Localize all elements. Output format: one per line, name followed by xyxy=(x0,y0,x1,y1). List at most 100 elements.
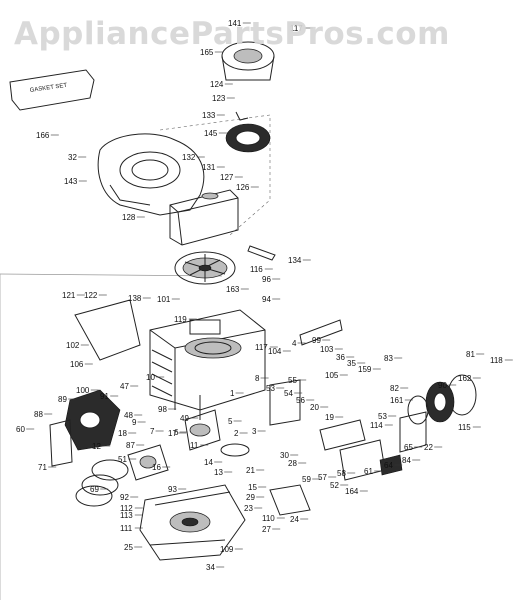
rewind-starter xyxy=(221,41,275,153)
callout-8: 8 xyxy=(255,374,260,383)
callout-48: 48 xyxy=(124,411,133,420)
callout-10: 10 xyxy=(146,373,155,382)
callout-39: 39 xyxy=(0,0,9,2)
callout-138: 138 xyxy=(128,294,142,303)
callout-30: 30 xyxy=(280,451,289,460)
callout-19: 19 xyxy=(325,413,334,422)
callout-34: 34 xyxy=(206,563,215,572)
callout-7: 7 xyxy=(150,427,155,436)
callout-55: 55 xyxy=(288,376,297,385)
gasket-set-label: GASKET SET xyxy=(29,83,67,94)
callout-99: 99 xyxy=(312,336,321,345)
crankshaft xyxy=(184,395,250,457)
callout-17: 17 xyxy=(168,429,177,438)
callout-131: 131 xyxy=(202,163,216,172)
callout-25: 25 xyxy=(124,543,133,552)
callout-65: 65 xyxy=(404,443,413,452)
callout-1: 1 xyxy=(230,389,235,398)
callout-81: 81 xyxy=(466,350,475,359)
callout-21: 21 xyxy=(246,466,255,475)
callout-121: 121 xyxy=(62,291,76,300)
callout-92: 92 xyxy=(120,493,129,502)
callout-52: 52 xyxy=(330,481,339,490)
callout-145: 145 xyxy=(204,129,218,138)
callout-117: 117 xyxy=(255,343,268,352)
watermark: AppliancePartsPros.com xyxy=(14,16,450,52)
callout-24: 24 xyxy=(290,515,299,524)
fuel-tank xyxy=(169,189,239,246)
callout-9: 9 xyxy=(132,418,137,427)
callout-122: 122 xyxy=(84,291,98,300)
callout-113: 113 xyxy=(120,511,133,520)
governor-linkage xyxy=(269,319,403,516)
callout-132: 132 xyxy=(182,153,196,162)
callout-20: 20 xyxy=(310,403,319,412)
callout-104: 104 xyxy=(268,347,282,356)
callout-56: 56 xyxy=(296,396,305,405)
callout-53: 53 xyxy=(378,412,387,421)
engine-block xyxy=(149,309,266,411)
callout-47: 47 xyxy=(120,382,129,391)
callout-164: 164 xyxy=(345,487,359,496)
callout-98: 98 xyxy=(158,405,167,414)
callout-159: 159 xyxy=(358,365,372,374)
callout-27: 27 xyxy=(262,525,271,534)
callout-18: 18 xyxy=(118,429,127,438)
callout-165: 165 xyxy=(200,48,214,57)
callout-61: 61 xyxy=(364,467,373,476)
callout-83: 83 xyxy=(384,354,393,363)
callout-90: 90 xyxy=(438,381,447,390)
callout-59: 59 xyxy=(302,475,311,484)
section-divider xyxy=(0,273,223,277)
callout-15: 15 xyxy=(248,483,257,492)
callout-36: 36 xyxy=(336,353,345,362)
crankcase-cover xyxy=(139,484,246,561)
callout-115: 115 xyxy=(458,423,471,432)
callout-103: 103 xyxy=(320,345,334,354)
callout-112: 112 xyxy=(120,504,133,513)
callout-51: 51 xyxy=(118,455,127,464)
callout-126: 126 xyxy=(236,183,250,192)
callout-6: 6 xyxy=(174,428,179,437)
blower-housing xyxy=(97,133,205,216)
ignition-coil xyxy=(74,299,141,361)
callout-14: 14 xyxy=(204,458,213,467)
callout-124: 124 xyxy=(210,80,224,89)
callout-4: 4 xyxy=(292,339,297,348)
callout-87: 87 xyxy=(126,441,135,450)
callout-29: 29 xyxy=(246,493,255,502)
callout-69: 69 xyxy=(90,485,99,494)
callout-162: 162 xyxy=(458,374,472,383)
air-cleaner xyxy=(399,374,477,453)
callout-11: 11 xyxy=(190,441,199,450)
gasket-set-bag: GASKET SET xyxy=(9,69,95,111)
callout-32: 32 xyxy=(68,153,77,162)
callout-100: 100 xyxy=(76,386,90,395)
callout-119: 119 xyxy=(174,315,187,324)
callout-93: 93 xyxy=(168,485,177,494)
callout-114: 114 xyxy=(370,421,383,430)
callout-35: 35 xyxy=(347,359,356,368)
callout-127: 127 xyxy=(220,173,234,182)
callout-134: 134 xyxy=(288,256,302,265)
callout-12: 12 xyxy=(92,442,101,451)
callout-116: 116 xyxy=(250,265,263,274)
recoil-handle xyxy=(247,245,276,261)
callout-117: 117 xyxy=(290,24,303,33)
callout-105: 105 xyxy=(325,371,339,380)
flywheel xyxy=(174,251,236,285)
callout-58: 58 xyxy=(337,469,346,478)
callout-109: 109 xyxy=(220,545,234,554)
callout-60: 60 xyxy=(16,425,25,434)
callout-111: 111 xyxy=(120,524,133,533)
callout-13: 13 xyxy=(214,468,223,477)
callout-71: 71 xyxy=(38,463,47,472)
callout-101: 101 xyxy=(157,295,171,304)
callout-143: 143 xyxy=(64,177,78,186)
callout-57: 57 xyxy=(318,473,327,482)
callout-141: 141 xyxy=(228,19,242,28)
callout-118: 118 xyxy=(490,356,503,365)
callout-82: 82 xyxy=(390,384,399,393)
callout-102: 102 xyxy=(66,341,80,350)
